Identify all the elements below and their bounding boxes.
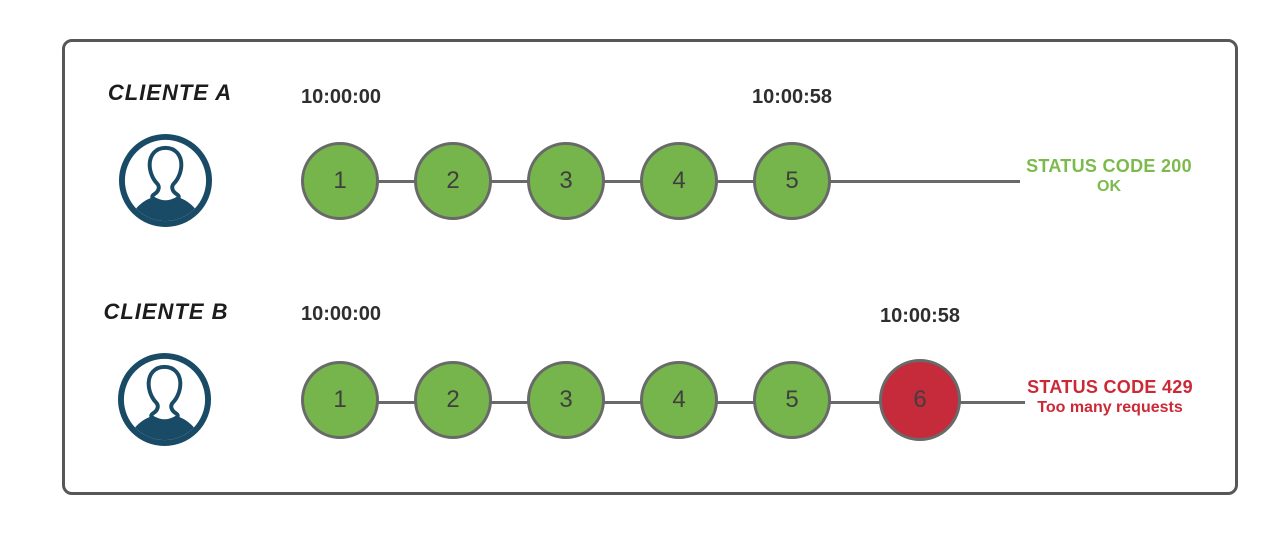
request-b-4: 4: [640, 361, 718, 439]
request-a-2: 2: [414, 142, 492, 220]
client-b-label: CLIENTE B: [103, 299, 229, 324]
client-b-avatar-icon: [117, 352, 212, 447]
request-b-6-blocked: 6: [879, 359, 961, 441]
request-b-2: 2: [414, 361, 492, 439]
timestamp-b-start: 10:00:00: [300, 303, 382, 325]
client-a-label: CLIENTE A: [107, 80, 233, 105]
status-b-message: Too many requests: [1037, 399, 1183, 416]
timestamp-b-end: 10:00:58: [879, 305, 961, 327]
status-a-code: STATUS CODE 200: [1026, 156, 1192, 176]
request-a-5: 5: [753, 142, 831, 220]
request-b-3: 3: [527, 361, 605, 439]
status-b: STATUS CODE 429 Too many requests: [1022, 376, 1198, 417]
timestamp-a-start: 10:00:00: [300, 86, 382, 108]
request-a-4: 4: [640, 142, 718, 220]
request-b-5: 5: [753, 361, 831, 439]
status-b-code: STATUS CODE 429: [1027, 377, 1193, 397]
request-b-1: 1: [301, 361, 379, 439]
timestamp-a-end: 10:00:58: [751, 86, 833, 108]
status-a-message: OK: [1097, 178, 1121, 195]
client-a-avatar-icon: [118, 133, 213, 228]
request-a-1: 1: [301, 142, 379, 220]
request-a-3: 3: [527, 142, 605, 220]
status-a: STATUS CODE 200 OK: [1021, 155, 1197, 196]
